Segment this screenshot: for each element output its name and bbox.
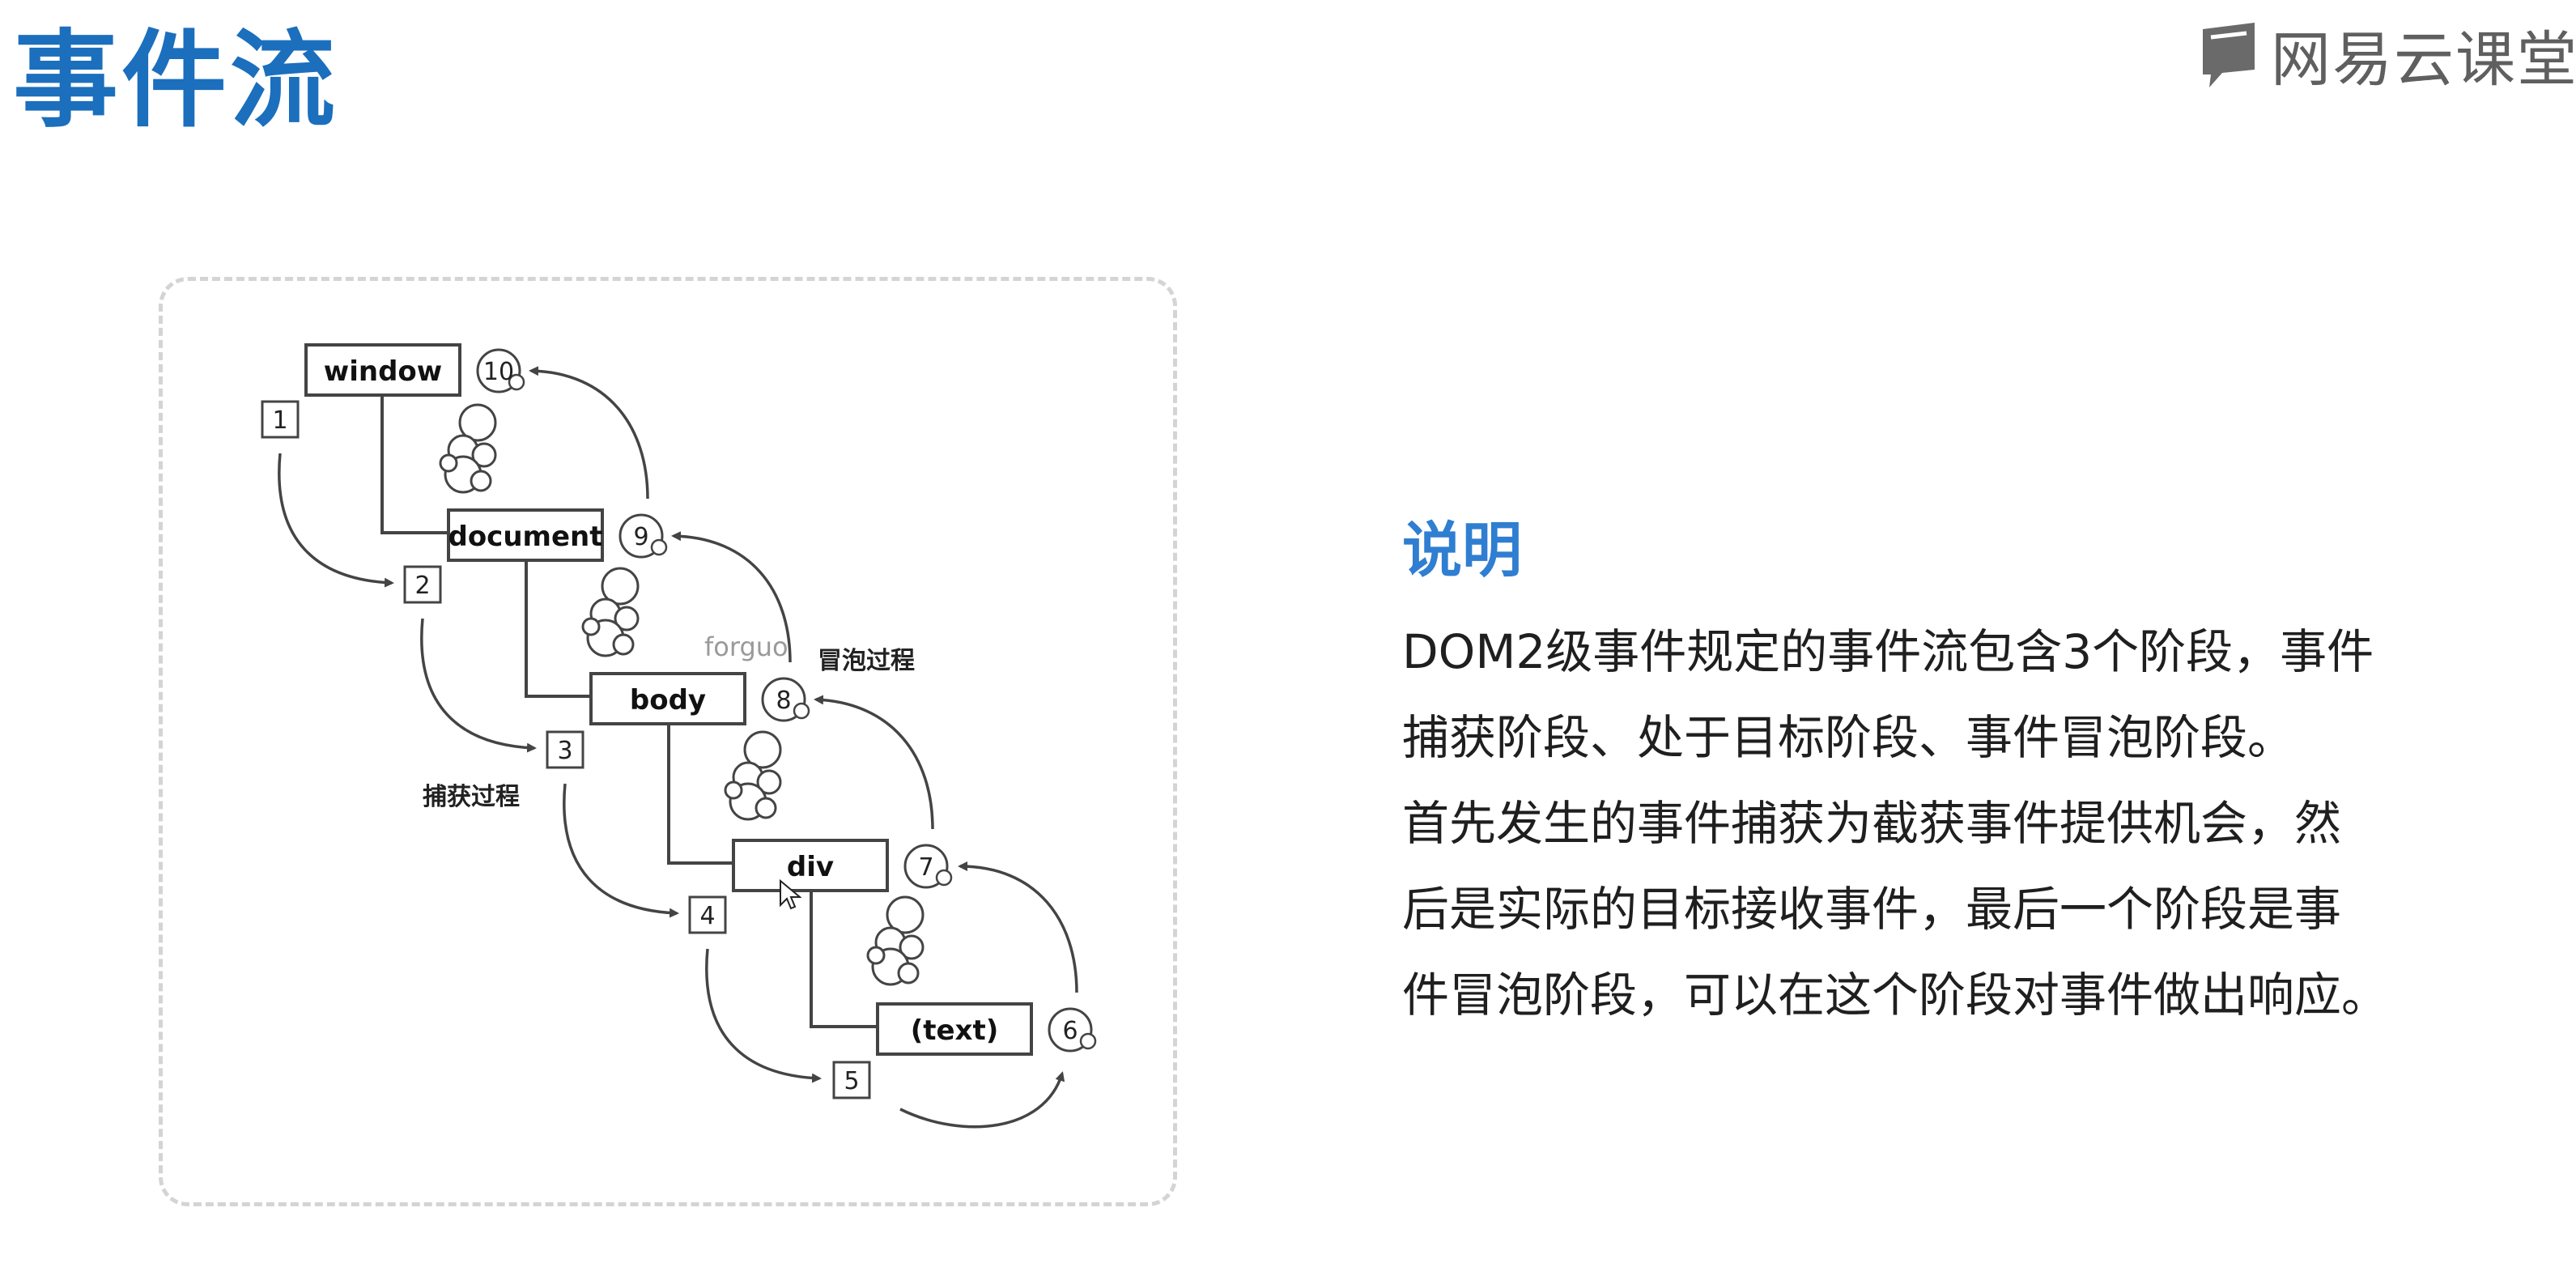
book-icon xyxy=(2203,23,2255,87)
notes-body: DOM2级事件规定的事件流包含3个阶段，事件 捕获阶段、处于目标阶段、事件冒泡阶… xyxy=(1402,609,2479,1038)
notes-line: 捕获阶段、处于目标阶段、事件冒泡阶段。 xyxy=(1402,710,2295,765)
capture-step-1: 1 xyxy=(272,406,287,435)
notes-line: 后是实际的目标接收事件，最后一个阶段是事 xyxy=(1402,882,2342,937)
brand-name: 网易云课堂 xyxy=(2271,25,2576,95)
bubble-step-10: 10 xyxy=(483,358,514,386)
node-box-window xyxy=(304,343,461,397)
node-window: window xyxy=(324,355,442,388)
node-box-document xyxy=(447,508,604,562)
bubble-step-9: 9 xyxy=(633,523,648,551)
capture-phase-label: 捕获过程 xyxy=(423,783,520,811)
mouse-cursor-icon xyxy=(780,879,801,910)
bubble-arrows xyxy=(529,366,1078,993)
capture-step-3: 3 xyxy=(557,737,572,765)
bubble-step-7: 7 xyxy=(918,853,933,882)
bubble-step-6: 6 xyxy=(1062,1017,1078,1045)
capture-step-box-1 xyxy=(261,400,300,439)
notes-line: 首先发生的事件捕获为截获事件提供机会，然 xyxy=(1402,796,2342,851)
bubble-clusters xyxy=(439,403,925,986)
figure-frame xyxy=(159,277,1177,1206)
notes-line: 件冒泡阶段，可以在这个阶段对事件做出响应。 xyxy=(1402,967,2389,1023)
capture-step-4: 4 xyxy=(699,902,715,930)
event-flow-diagram: window document body div (text) 1 2 3 4 … xyxy=(261,343,1097,1129)
bubble-step-8: 8 xyxy=(776,687,791,715)
tree-connectors xyxy=(380,389,878,1028)
page-title: 事件流 xyxy=(13,19,339,142)
watermark: forguo xyxy=(704,632,789,662)
capture-step-box-3 xyxy=(546,730,584,769)
notes-heading: 说明 xyxy=(1402,516,1522,585)
node-body: body xyxy=(630,684,706,717)
capture-step-box-4 xyxy=(688,895,727,934)
node-document: document xyxy=(448,521,602,553)
capture-arrows xyxy=(278,453,1065,1129)
capture-step-box-5 xyxy=(832,1061,871,1099)
bubble-phase-label: 冒泡过程 xyxy=(818,647,915,675)
capture-step-box-2 xyxy=(403,565,442,604)
node-box-body xyxy=(589,672,746,725)
capture-step-2: 2 xyxy=(414,572,430,600)
node-div: div xyxy=(787,851,834,883)
node-text: (text) xyxy=(911,1014,999,1047)
notes-line: DOM2级事件规定的事件流包含3个阶段，事件 xyxy=(1402,624,2374,679)
capture-step-5: 5 xyxy=(844,1067,859,1095)
node-box-text xyxy=(876,1002,1033,1056)
node-box-div xyxy=(732,839,889,892)
